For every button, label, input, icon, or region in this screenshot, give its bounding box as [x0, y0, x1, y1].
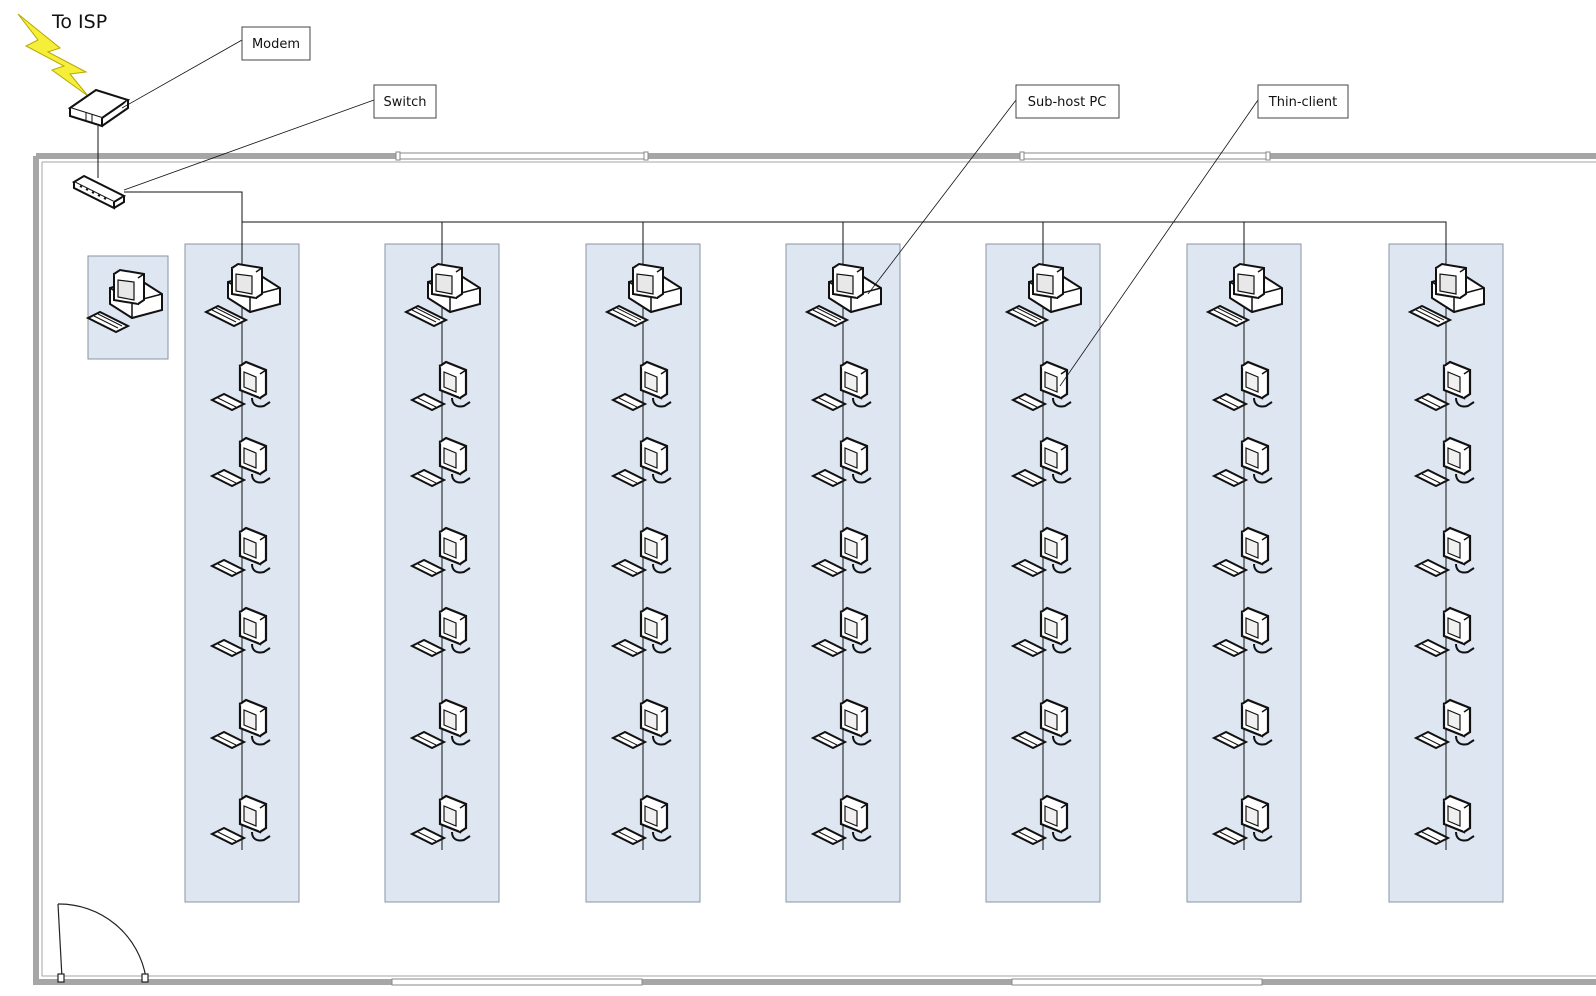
workstation-group — [785, 222, 901, 903]
switch-icon[interactable] — [71, 174, 127, 210]
callout-switch: Switch — [373, 84, 437, 119]
teacher-pc-panel[interactable] — [87, 255, 169, 360]
callout-leaders — [121, 39, 1259, 387]
workstation-group — [1186, 222, 1302, 903]
to-isp-label: To ISP — [51, 11, 107, 33]
workstation-group — [384, 222, 500, 903]
thinclient-label: Thin-client — [1268, 95, 1337, 110]
callout-modem: Modem — [241, 26, 311, 61]
callout-thinclient: Thin-client — [1257, 84, 1349, 119]
callout-subhost: Sub-host PC — [1015, 84, 1120, 119]
modem-icon[interactable] — [67, 88, 131, 128]
window-icon — [391, 151, 1271, 986]
workstation-group — [585, 222, 701, 903]
modem-label: Modem — [252, 37, 300, 52]
door-icon — [57, 903, 149, 983]
workstation-group — [985, 222, 1101, 903]
workstation-group — [184, 222, 300, 903]
subhost-label: Sub-host PC — [1028, 95, 1107, 110]
workstation-group — [1388, 222, 1504, 903]
switch-label: Switch — [384, 95, 427, 110]
